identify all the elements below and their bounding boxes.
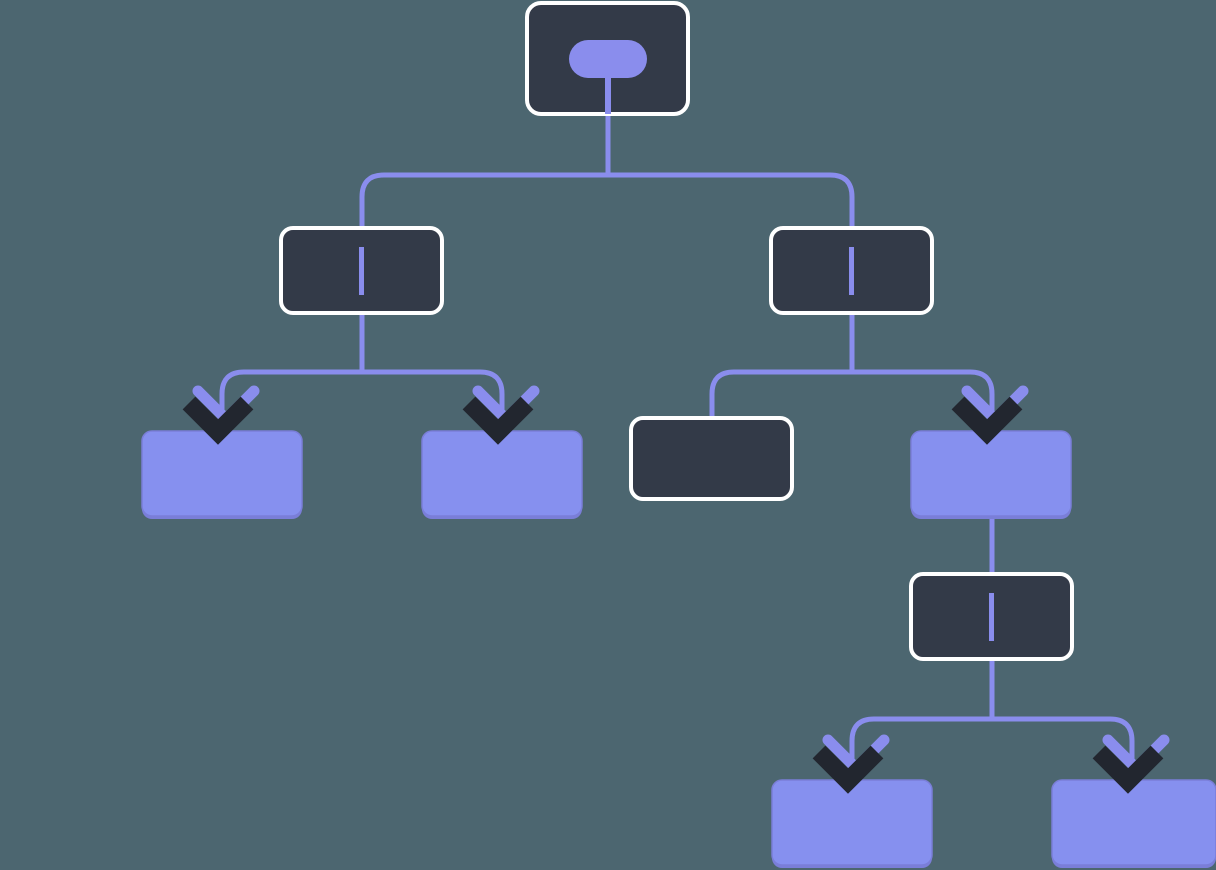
connector-root-to-level1-right [608,172,855,228]
leaf-node-b[interactable] [421,430,583,519]
connector-level1-right-to-branch-node [852,369,995,431]
chevron-down-icon-dark [1092,745,1164,794]
level3-dark-node-inner-line-icon [989,593,994,641]
connector-root-to-level1-left [359,172,608,228]
level1-left-node-inner-line-icon [359,247,364,295]
connector-level1-left-to-leaf-b [362,369,505,431]
level1-right-node-inner-line-icon [849,247,854,295]
leaf-node-c[interactable] [771,779,933,868]
leaf-node-a[interactable] [141,430,303,519]
chevron-down-icon-dark [951,396,1023,445]
leaf-node-d-surface[interactable] [1051,779,1216,866]
empty-dark-node[interactable] [629,416,794,501]
connector-level3-to-leaf-d [992,716,1135,780]
root-node-pill-icon [569,40,647,78]
branch-purple-node-arrowhead [951,385,1029,445]
connector-level1-right-to-empty-node [709,369,852,418]
leaf-node-a-surface[interactable] [141,430,303,517]
node-layer [141,1,1216,868]
chevron-down-icon-dark [182,396,254,445]
chevron-down-icon-dark [812,745,884,794]
leaf-node-d[interactable] [1051,779,1216,868]
level3-dark-node[interactable] [909,572,1074,661]
connector-layer [219,114,1135,780]
root-node-stem-icon [605,70,611,114]
leaf-node-b-surface[interactable] [421,430,583,517]
branch-purple-node-surface[interactable] [910,430,1072,517]
connector-level3-to-leaf-c [849,716,992,780]
leaf-node-a-arrowhead [182,385,260,445]
level1-left-node[interactable] [279,226,444,315]
leaf-node-d-arrowhead [1092,734,1170,794]
branch-purple-node[interactable] [910,430,1072,519]
leaf-node-b-arrowhead [462,385,540,445]
chevron-down-icon-dark [462,396,534,445]
connector-level1-left-to-leaf-a [219,369,362,431]
leaf-node-c-arrowhead [812,734,890,794]
root-node[interactable] [525,1,690,116]
leaf-node-c-surface[interactable] [771,779,933,866]
empty-dark-node-surface[interactable] [629,416,794,501]
arrowhead-layer [182,385,1170,794]
level1-right-node[interactable] [769,226,934,315]
